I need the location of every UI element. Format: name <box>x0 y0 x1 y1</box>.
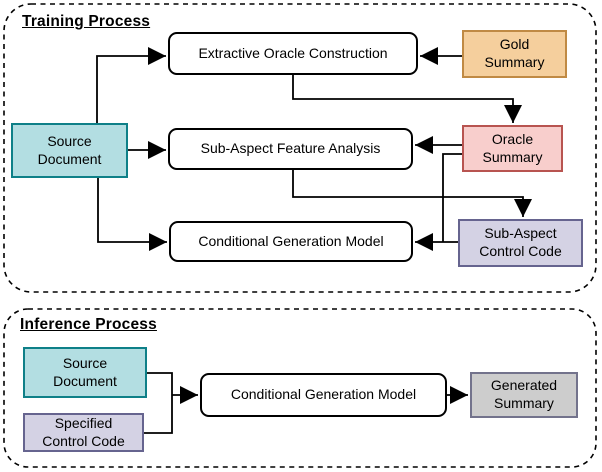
gold-summary-label: Gold Summary <box>484 36 545 70</box>
arrow-feature-analysis-to-control-code <box>292 170 532 217</box>
arrow-source-document-to-generation-model <box>97 178 167 251</box>
training-process-container <box>3 3 597 293</box>
generated-summary-box: Generated Summary <box>470 372 578 418</box>
inference-conditional-generation-model-label: Conditional Generation Model <box>230 386 417 403</box>
line-inference-inputs-join <box>144 372 173 434</box>
inference-source-document-box: Source Document <box>23 347 147 398</box>
sub-aspect-feature-analysis-box: Sub-Aspect Feature Analysis <box>168 128 413 170</box>
arrow-source-document-to-extractive-oracle <box>96 47 166 123</box>
gold-summary-box: Gold Summary <box>462 30 567 78</box>
generated-summary-label: Generated Summary <box>490 377 558 411</box>
sub-aspect-control-code-box: Sub-Aspect Control Code <box>458 219 583 267</box>
extractive-oracle-construction-box: Extractive Oracle Construction <box>168 32 418 75</box>
sub-aspect-control-code-label: Sub-Aspect Control Code <box>479 225 562 259</box>
extractive-oracle-construction-label: Extractive Oracle Construction <box>198 44 388 61</box>
training-source-document-label: Source Document <box>37 132 102 167</box>
specified-control-code-label: Specified Control Code <box>42 414 125 449</box>
arrow-extractive-oracle-to-oracle-summary <box>292 75 522 123</box>
training-conditional-generation-model-box: Conditional Generation Model <box>169 221 413 262</box>
inference-conditional-generation-model-box: Conditional Generation Model <box>200 373 447 417</box>
sub-aspect-feature-analysis-label: Sub-Aspect Feature Analysis <box>200 140 381 157</box>
oracle-summary-label: Oracle Summary <box>482 130 543 165</box>
training-process-title: Training Process <box>22 13 151 30</box>
line-oracle-summary-to-generation-model <box>442 153 462 242</box>
training-conditional-generation-model-label: Conditional Generation Model <box>198 232 384 249</box>
inference-process-title: Inference Process <box>20 316 157 333</box>
oracle-summary-box: Oracle Summary <box>462 125 563 172</box>
specified-control-code-box: Specified Control Code <box>23 413 144 452</box>
inference-source-document-label: Source Document <box>53 354 117 389</box>
inference-process-container <box>3 308 597 468</box>
training-source-document-box: Source Document <box>11 123 128 178</box>
